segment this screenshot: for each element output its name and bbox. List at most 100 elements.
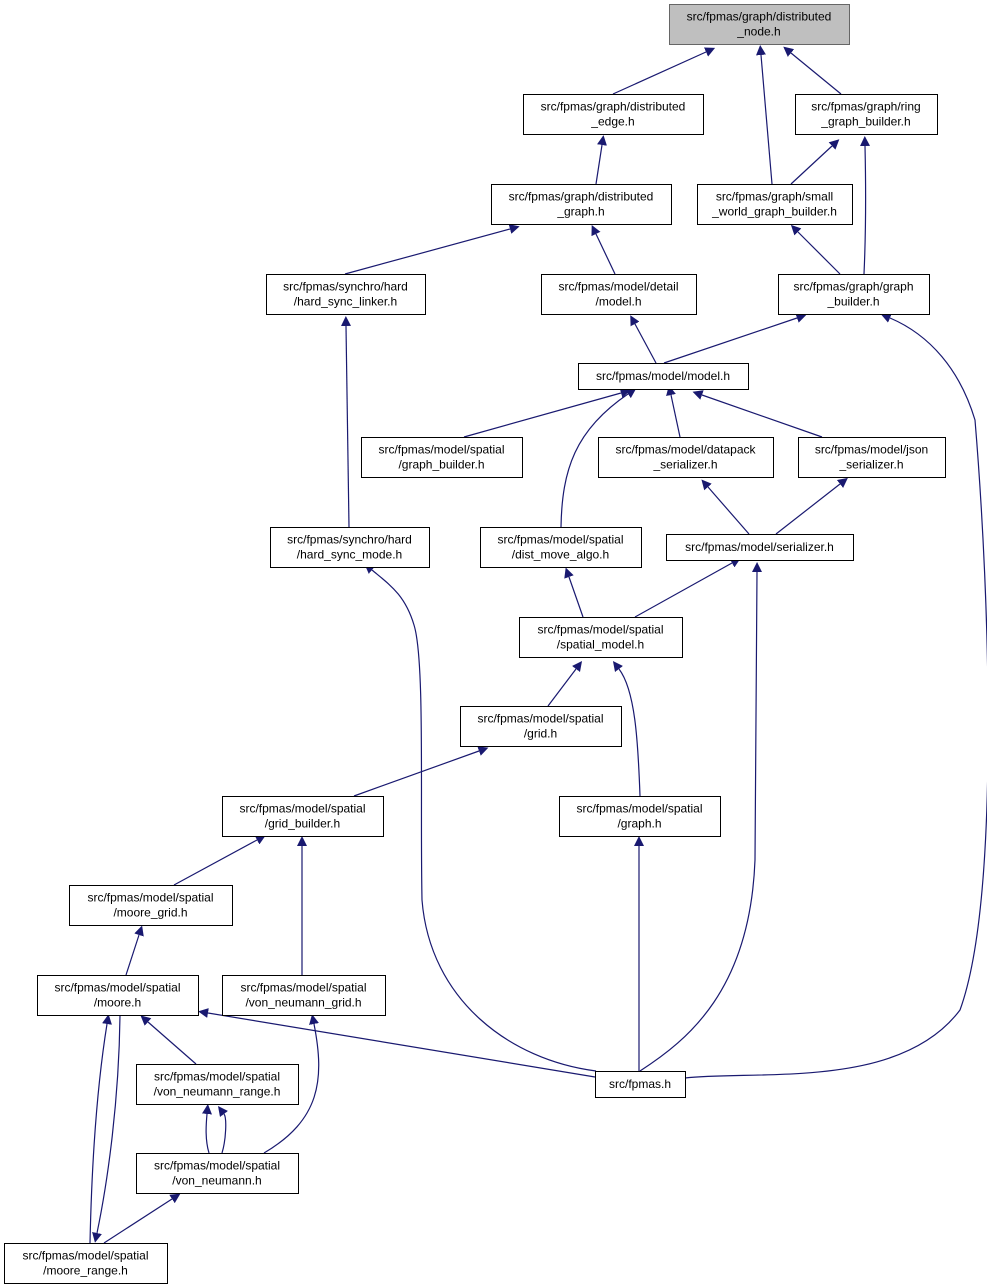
node-label-line: src/fpmas/model/spatial	[54, 981, 180, 995]
node-label-line: src/fpmas/model/spatial	[154, 1070, 280, 1084]
node-distributed-edge[interactable]: src/fpmas/graph/distributed_edge.h	[523, 94, 704, 135]
edge-spatial_graph-to-spatial_model	[612, 661, 641, 797]
edge-spatial_model-to-dist_move_algo	[564, 567, 584, 618]
node-box	[69, 885, 233, 926]
edge-distributed_graph-to-distributed_edge	[595, 135, 607, 185]
node-spatial-model[interactable]: src/fpmas/model/spatial/spatial_model.h	[519, 617, 683, 658]
node-label-line: /graph.h	[617, 817, 661, 831]
edge-serializer-to-datapack_serializer	[701, 479, 750, 535]
edges-layer	[89, 45, 987, 1244]
node-box	[37, 975, 199, 1016]
edge-von_neumann_range-to-von_neumann	[202, 1104, 212, 1154]
node-label-line: src/fpmas/model/spatial	[154, 1159, 280, 1173]
node-von-neumann-range[interactable]: src/fpmas/model/spatial/von_neumann_rang…	[136, 1064, 299, 1105]
node-label-line: src/fpmas/model/spatial	[87, 891, 213, 905]
node-hard-sync-linker[interactable]: src/fpmas/synchro/hard/hard_sync_linker.…	[266, 274, 426, 315]
node-small-world-graph-builder[interactable]: src/fpmas/graph/small_world_graph_builde…	[697, 184, 853, 225]
node-moore-range[interactable]: src/fpmas/model/spatial/moore_range.h	[4, 1243, 168, 1284]
edge-serializer-to-json_serializer	[775, 477, 848, 535]
node-label-line: /grid.h	[524, 727, 557, 741]
node-spatial-graph-builder[interactable]: src/fpmas/model/spatial/graph_builder.h	[361, 437, 523, 478]
node-grid-builder[interactable]: src/fpmas/model/spatial/grid_builder.h	[222, 796, 384, 837]
node-label-line: src/fpmas/model/spatial	[22, 1249, 148, 1263]
edge-grid-to-spatial_model	[547, 661, 583, 707]
node-box	[666, 534, 854, 561]
node-von-neumann-grid[interactable]: src/fpmas/model/spatial/von_neumann_grid…	[222, 975, 386, 1016]
node-label-line: src/fpmas/model/detail	[558, 280, 678, 294]
node-serializer[interactable]: src/fpmas/model/serializer.h	[666, 534, 854, 561]
node-label-line: src/fpmas/model/spatial	[239, 802, 365, 816]
edge-fpmas-to-graph_builder	[684, 313, 987, 1079]
nodes-layer: src/fpmas/graph/distributed_node.hsrc/fp…	[4, 4, 946, 1284]
node-json-serializer[interactable]: src/fpmas/model/json_serializer.h	[798, 437, 946, 478]
node-model-detail-model[interactable]: src/fpmas/model/detail/model.h	[541, 274, 697, 315]
node-label-line: /model.h	[595, 295, 641, 309]
node-box	[361, 437, 523, 478]
node-datapack-serializer[interactable]: src/fpmas/model/datapack_serializer.h	[598, 437, 774, 478]
edge-spatial_model-to-serializer	[634, 558, 741, 618]
edge-small_world_graph_builder-to-ring_graph_builder	[790, 139, 840, 185]
node-label-line: src/fpmas/graph/distributed	[687, 10, 832, 24]
node-label-line: _serializer.h	[838, 458, 903, 472]
edge-small_world_graph_builder-to-distributed_node	[756, 45, 773, 185]
node-label-line: /von_neumann_range.h	[154, 1085, 281, 1099]
node-fpmas[interactable]: src/fpmas.h	[595, 1071, 686, 1098]
node-box	[669, 4, 850, 45]
node-label-line: src/fpmas/graph/small	[716, 190, 833, 204]
edge-hard_sync_mode-to-hard_sync_linker	[341, 316, 351, 528]
node-von-neumann[interactable]: src/fpmas/model/spatial/von_neumann.h	[136, 1153, 299, 1194]
node-box	[595, 1071, 686, 1098]
node-label-line: src/fpmas/graph/ring	[811, 100, 920, 114]
edge-ring_graph_builder-to-distributed_node	[783, 46, 842, 95]
node-label-line: /moore_grid.h	[113, 906, 187, 920]
node-box	[778, 274, 930, 315]
edge-datapack_serializer-to-model_model	[666, 385, 681, 438]
node-ring-graph-builder[interactable]: src/fpmas/graph/ring_graph_builder.h	[795, 94, 938, 135]
edge-fpmas-to-moore	[198, 1008, 596, 1078]
node-model-model[interactable]: src/fpmas/model/model.h	[578, 363, 749, 390]
node-box	[578, 363, 749, 390]
node-box	[697, 184, 853, 225]
node-graph-builder[interactable]: src/fpmas/graph/graph_builder.h	[778, 274, 930, 315]
node-box	[480, 527, 642, 568]
edge-moore-to-moore_grid	[125, 925, 144, 976]
node-box	[491, 184, 672, 225]
node-box	[222, 796, 384, 837]
edge-model_model-to-model_detail_model	[630, 315, 657, 364]
node-label-line: /hard_sync_mode.h	[297, 548, 402, 562]
node-hard-sync-mode[interactable]: src/fpmas/synchro/hard/hard_sync_mode.h	[270, 527, 430, 568]
node-box	[136, 1064, 299, 1105]
edge-von_neumann_range-to-moore	[140, 1015, 197, 1065]
node-box	[795, 94, 938, 135]
node-label-line: /von_neumann.h	[172, 1174, 261, 1188]
edge-grid_builder-to-grid	[353, 746, 489, 797]
node-box	[222, 975, 386, 1016]
node-label-line: src/fpmas/graph/graph	[793, 280, 913, 294]
node-moore[interactable]: src/fpmas/model/spatial/moore.h	[37, 975, 199, 1016]
node-label-line: src/fpmas/model/spatial	[576, 802, 702, 816]
node-grid[interactable]: src/fpmas/model/spatial/grid.h	[460, 706, 622, 747]
node-moore-grid[interactable]: src/fpmas/model/spatial/moore_grid.h	[69, 885, 233, 926]
node-box	[798, 437, 946, 478]
edge-fpmas-to-serializer	[639, 562, 762, 1072]
node-label-line: src/fpmas/model/spatial	[477, 712, 603, 726]
node-spatial-graph[interactable]: src/fpmas/model/spatial/graph.h	[559, 796, 721, 837]
edge-moore_range-to-moore	[89, 1014, 112, 1244]
node-distributed-graph[interactable]: src/fpmas/graph/distributed_graph.h	[491, 184, 672, 225]
edge-fpmas-to-hard_sync_mode	[364, 563, 597, 1072]
node-label-line: src/fpmas/model/datapack	[615, 443, 756, 457]
node-box	[136, 1153, 299, 1194]
node-box	[598, 437, 774, 478]
node-label-line: _serializer.h	[652, 458, 717, 472]
node-box	[460, 706, 622, 747]
node-box	[523, 94, 704, 135]
node-distributed-node[interactable]: src/fpmas/graph/distributed_node.h	[669, 4, 850, 45]
node-label-line: /moore_range.h	[43, 1264, 128, 1278]
node-label-line: /moore.h	[94, 996, 141, 1010]
node-label-line: /von_neumann_grid.h	[245, 996, 361, 1010]
edge-json_serializer-to-model_model	[692, 390, 823, 438]
node-dist-move-algo[interactable]: src/fpmas/model/spatial/dist_move_algo.h	[480, 527, 642, 568]
node-box	[270, 527, 430, 568]
node-label-line: src/fpmas/synchro/hard	[287, 533, 412, 547]
node-box	[559, 796, 721, 837]
